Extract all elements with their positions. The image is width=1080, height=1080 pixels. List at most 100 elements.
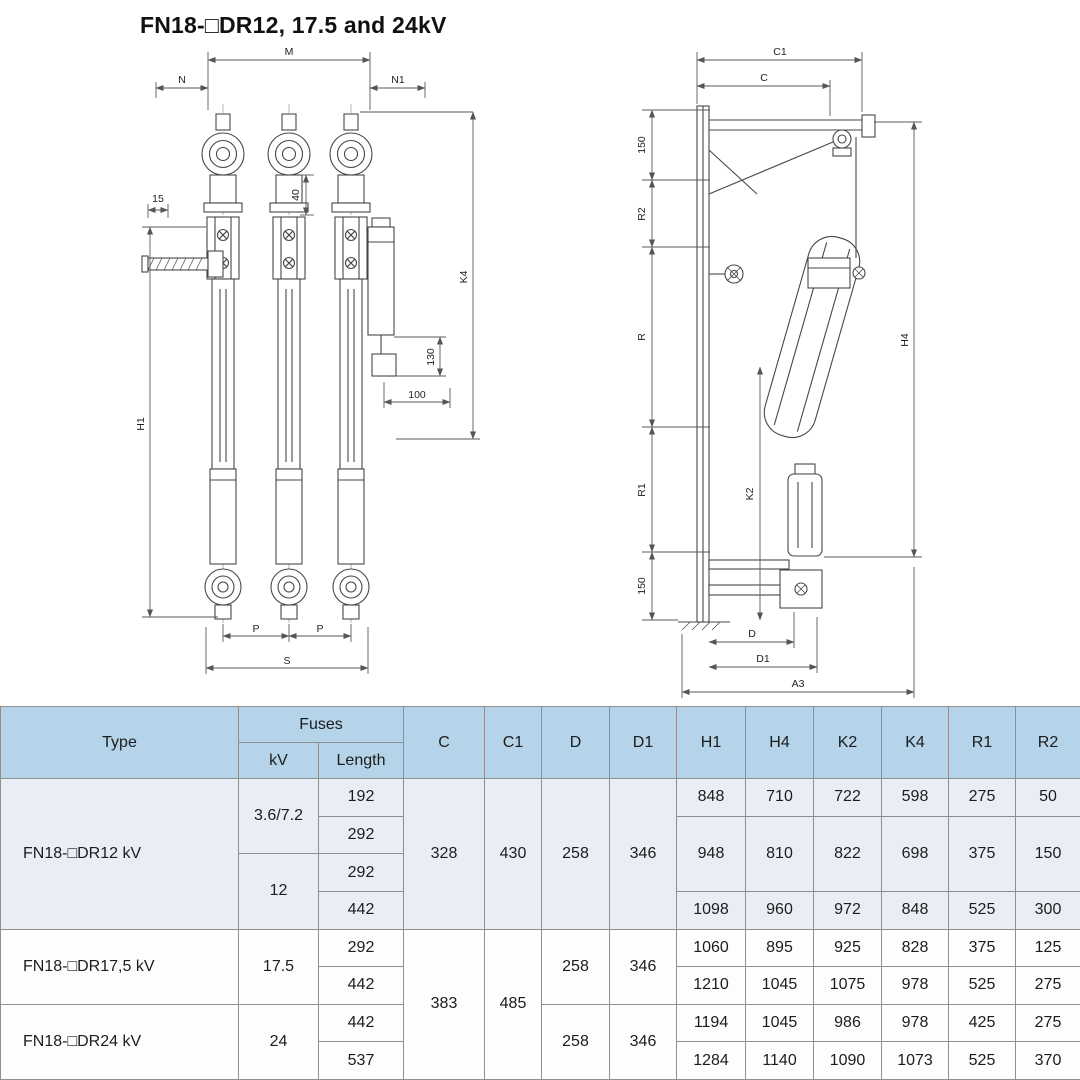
- cell-r1: 425: [948, 1003, 1017, 1043]
- cell-k2: 722: [813, 778, 883, 817]
- col-header-h4: H4: [745, 706, 815, 779]
- cell-r1: 525: [948, 890, 1017, 930]
- side-view-drawing: C1 C 150 R2 R R1 150 H4 K2 D D1 A3: [636, 46, 922, 698]
- col-header-c1: C1: [484, 706, 543, 779]
- cell-h1: 1098: [676, 890, 747, 930]
- col-header-r1: R1: [948, 706, 1017, 779]
- cell-k4: 698: [881, 815, 950, 892]
- side-dimension-lines: [642, 52, 922, 698]
- cell-d: 258: [541, 778, 611, 930]
- cell-r1: 375: [948, 928, 1017, 968]
- cell-r2: 50: [1015, 778, 1080, 817]
- cell-k2: 1090: [813, 1041, 883, 1080]
- cell-k2: 972: [813, 890, 883, 930]
- cell-h4: 1045: [745, 966, 815, 1005]
- col-header-length: Length: [317, 742, 405, 779]
- dim-label-a3: A3: [792, 678, 805, 690]
- cell-h4: 960: [745, 890, 815, 930]
- cell-type: FN18-□DR24 kV: [0, 1003, 239, 1080]
- cell-c1: 485: [484, 928, 543, 1080]
- cell-k2: 925: [813, 928, 883, 968]
- table-row: 442 1098 960 972 848 525 300: [1, 890, 1080, 930]
- cell-r2: 125: [1015, 928, 1080, 968]
- cell-k2: 1075: [813, 966, 883, 1005]
- table-row: 537 1284 1140 1090 1073 525 370: [1, 1041, 1080, 1080]
- dim-label-d: D: [748, 628, 756, 640]
- cell-c: 328: [403, 778, 486, 930]
- col-header-k4: K4: [881, 706, 950, 779]
- dim-label-n1: N1: [391, 74, 405, 86]
- cell-r2: 150: [1015, 815, 1080, 892]
- col-header-fuses: Fuses: [237, 706, 405, 743]
- cell-r2: 300: [1015, 890, 1080, 930]
- col-header-kv: kV: [238, 742, 319, 779]
- dim-label-r2: R2: [636, 207, 648, 221]
- cell-h4: 810: [745, 815, 815, 892]
- cell-k4: 828: [881, 928, 950, 968]
- col-header-d1: D1: [609, 706, 678, 779]
- dimension-table: Type Fuses C C1 D D1 H1 H4 K2 K4 R1 R2 k…: [0, 706, 1080, 1080]
- cell-length: 292: [317, 815, 405, 855]
- cell-h4: 895: [745, 928, 815, 968]
- cell-d: 258: [541, 1003, 611, 1080]
- cell-length: 292: [317, 853, 405, 892]
- cell-c: 383: [403, 928, 486, 1080]
- dim-label-r1: R1: [636, 483, 648, 497]
- front-dimension-labels: M N N1 15 40 H1 K4 130 100 P P S: [135, 46, 470, 667]
- cell-type: FN18-□DR12 kV: [0, 778, 239, 930]
- dim-label-d1: D1: [756, 653, 770, 665]
- table-row: 12 292: [1, 853, 1080, 930]
- dim-label-k2: K2: [744, 487, 756, 500]
- col-header-h1: H1: [676, 706, 747, 779]
- front-poles: [201, 103, 373, 627]
- dim-label-bottom150: 150: [636, 577, 648, 595]
- side-dimension-labels: C1 C 150 R2 R R1 150 H4 K2 D D1 A3: [636, 46, 911, 690]
- col-header-d: D: [541, 706, 611, 779]
- side-fuse-canister: [763, 137, 866, 439]
- cell-k2: 822: [813, 815, 883, 892]
- dim-label-c: C: [760, 72, 768, 84]
- dim-label-100: 100: [408, 389, 426, 401]
- page-title: FN18-□DR12, 17.5 and 24kV: [140, 12, 447, 38]
- cell-r2: 275: [1015, 966, 1080, 1005]
- cell-length: 442: [317, 890, 405, 930]
- dim-label-h4: H4: [899, 333, 911, 347]
- cell-h4: 1045: [745, 1003, 815, 1043]
- cell-k4: 1073: [881, 1041, 950, 1080]
- table-row: FN18-□DR24 kV 24 442 258 346 1194 1045 9…: [0, 1003, 1080, 1080]
- col-header-k2: K2: [813, 706, 883, 779]
- cell-r1: 525: [948, 966, 1017, 1005]
- cell-length: 292: [317, 928, 405, 968]
- dim-label-m: M: [285, 46, 294, 58]
- cell-r1: 375: [948, 815, 1017, 892]
- cell-h1: 848: [676, 778, 747, 817]
- cell-k4: 978: [881, 1003, 950, 1043]
- col-header-c: C: [403, 706, 486, 779]
- cell-length: 442: [317, 966, 405, 1005]
- cell-length: 192: [317, 778, 405, 817]
- side-lower-assembly: [708, 463, 823, 609]
- cell-d1: 346: [609, 778, 678, 930]
- dim-label-top150: 150: [636, 136, 648, 154]
- cell-length: 537: [317, 1041, 405, 1080]
- cell-h4: 710: [745, 778, 815, 817]
- cell-r1: 275: [948, 778, 1017, 817]
- cell-h1: 1194: [676, 1003, 747, 1043]
- cell-d: 258: [541, 928, 611, 1005]
- dim-label-p-left: P: [252, 623, 259, 635]
- table-row: FN18-□DR12 kV 3.6/7.2 192 328 430 258 34…: [0, 777, 1080, 930]
- col-header-r2: R2: [1015, 706, 1080, 779]
- cell-c1: 430: [484, 778, 543, 930]
- side-frame: [678, 105, 876, 631]
- dim-label-15: 15: [152, 193, 164, 205]
- table-row: FN18-□DR17,5 kV 17.5 292 383 485 258 346…: [0, 928, 1080, 1080]
- cell-k2: 986: [813, 1003, 883, 1043]
- cell-r2: 275: [1015, 1003, 1080, 1043]
- dim-label-c1: C1: [773, 46, 787, 58]
- cell-d1: 346: [609, 1003, 678, 1080]
- dim-label-h1: H1: [135, 417, 147, 431]
- dim-label-40: 40: [290, 189, 302, 201]
- col-header-type: Type: [0, 706, 239, 779]
- cell-h1: 948: [676, 815, 747, 892]
